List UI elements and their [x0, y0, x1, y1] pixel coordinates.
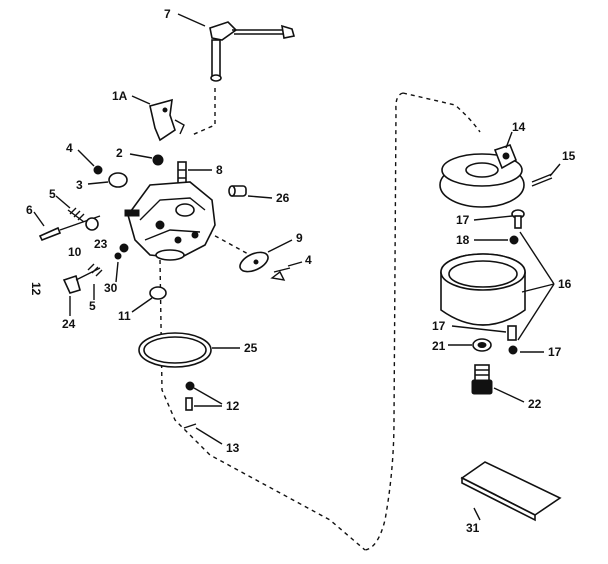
callout-25: 25: [244, 341, 258, 355]
part-17-washer: [508, 345, 518, 355]
part-24-needle: [62, 267, 101, 294]
callout-21: 21: [432, 339, 446, 353]
callout-10: 10: [68, 245, 82, 259]
leader-7: [177, 13, 206, 27]
part-31-repair-kit: [460, 461, 562, 522]
leader-12a: [193, 387, 223, 405]
leader-5a: [55, 195, 71, 209]
leader-14: [505, 131, 513, 149]
callout-12-side: 12: [29, 282, 43, 296]
callout-1a: 1A: [112, 89, 128, 103]
part-5-lower-spring: [87, 263, 103, 277]
part-21-gasket-hole: [477, 342, 487, 348]
part-4-lower-screw: [270, 267, 291, 281]
callout-7: 7: [164, 7, 171, 21]
callout-5b: 5: [89, 299, 96, 313]
part-12-spring: [185, 397, 193, 411]
callout-12: 12: [226, 399, 240, 413]
leader-31: [473, 507, 481, 521]
leader-2: [129, 153, 153, 159]
callout-8: 8: [216, 163, 223, 177]
callout-13: 13: [226, 441, 240, 455]
callout-16: 16: [558, 277, 572, 291]
part-15-pin: [531, 173, 553, 187]
part-25-bowl-gasket-inner: [143, 336, 207, 364]
dashed-leader-bottom: [159, 259, 366, 551]
part-18-washer: [509, 235, 519, 245]
part-23-plug: [114, 252, 122, 260]
callout-11: 11: [118, 309, 131, 323]
part-9-lever: [239, 251, 269, 273]
leader-16c: [517, 283, 555, 341]
leader-3: [87, 181, 109, 185]
part-10-washer: [85, 217, 99, 231]
part-14-float: [439, 144, 525, 208]
callout-17a: 17: [456, 213, 470, 227]
callout-4b: 4: [305, 253, 312, 267]
leader-4a: [77, 149, 95, 167]
leader-16b: [521, 283, 555, 293]
leader-13: [195, 427, 223, 445]
choke-bracket-part: [149, 98, 185, 142]
leader-15: [549, 163, 561, 177]
leader-17a: [473, 215, 513, 221]
callout-14: 14: [512, 120, 526, 134]
callout-31: 31: [466, 521, 480, 535]
part-12-ball: [185, 381, 195, 391]
callout-6: 6: [26, 203, 33, 217]
dashed-leader-choke: [191, 88, 216, 136]
callout-22: 22: [528, 397, 542, 411]
part-22-bolt: [471, 364, 493, 395]
part-5-upper-spring: [67, 207, 85, 223]
dashed-leader-side: [207, 231, 251, 256]
choke-lever-part: [209, 21, 296, 82]
carburetor-body-part: [124, 181, 216, 261]
callout-2: 2: [116, 146, 123, 160]
callout-26: 26: [276, 191, 290, 205]
part-3-gasket: [108, 172, 128, 188]
leader-26: [247, 195, 273, 199]
callout-4a: 4: [66, 141, 73, 155]
part-13-pin: [183, 423, 197, 429]
part-16-float-bowl: [440, 253, 526, 326]
callout-17c: 17: [548, 345, 562, 359]
callout-3: 3: [76, 178, 83, 192]
callout-24: 24: [62, 317, 76, 331]
part-2-nut: [152, 154, 164, 166]
leader-17b: [451, 325, 507, 333]
leader-30: [115, 261, 119, 283]
leader-22: [493, 387, 525, 403]
leader-4b: [287, 261, 303, 267]
part-17-screw-upper: [511, 209, 525, 229]
callout-30: 30: [104, 281, 118, 295]
callout-5a: 5: [49, 187, 56, 201]
part-26-fitting: [228, 185, 247, 197]
callout-23: 23: [94, 237, 108, 251]
part-11-seat: [149, 286, 167, 300]
dashed-leader-bowl: [364, 92, 404, 551]
leader-6: [33, 211, 45, 227]
callout-9: 9: [296, 231, 303, 245]
part-4-screw: [93, 165, 103, 175]
leader-11: [131, 297, 153, 313]
leader-9: [267, 239, 293, 253]
callout-17b: 17: [432, 319, 446, 333]
part-17-screw-lower: [507, 325, 517, 341]
dashed-leader-bowl-top: [402, 92, 481, 133]
callout-15: 15: [562, 149, 576, 163]
leader-1a: [131, 95, 151, 105]
callout-18: 18: [456, 233, 470, 247]
leader-16a: [519, 231, 555, 285]
part-30-seal: [119, 243, 129, 253]
